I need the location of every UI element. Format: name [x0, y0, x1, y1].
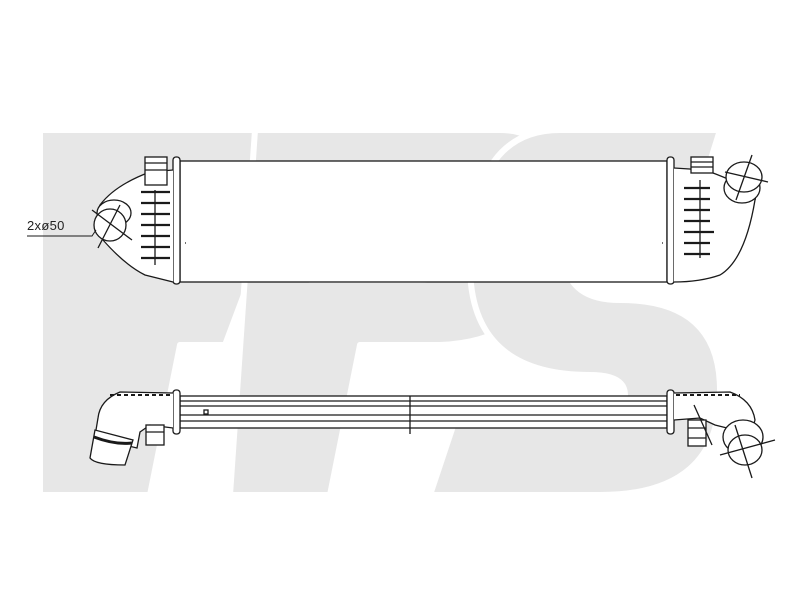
front-view [91, 154, 769, 285]
top-view [89, 389, 776, 479]
diameter-annotation: 2xø50 [27, 218, 65, 233]
